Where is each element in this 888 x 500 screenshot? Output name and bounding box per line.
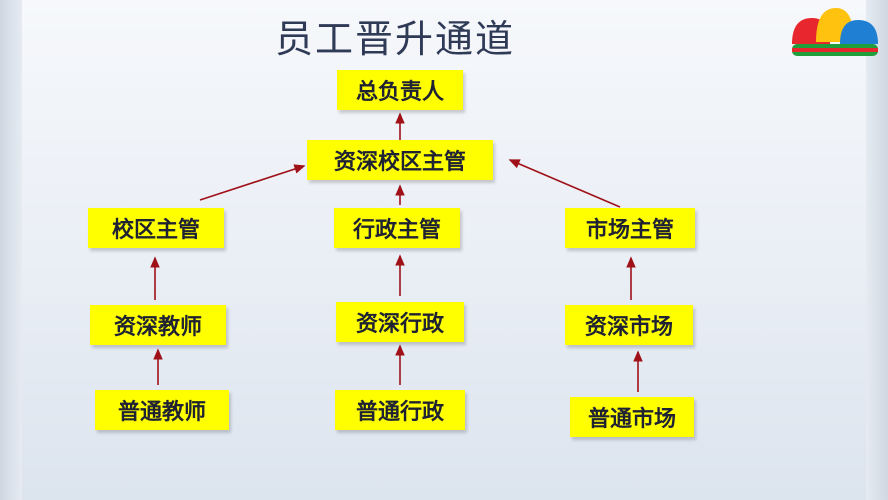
page-title: 员工晋升通道 bbox=[275, 17, 516, 61]
node-senior-campus-manager: 资深校区主管 bbox=[307, 140, 493, 180]
arrow-market-to-senior-campus bbox=[508, 159, 621, 208]
node-head: 总负责人 bbox=[337, 70, 463, 110]
node-market: 普通市场 bbox=[570, 397, 694, 437]
node-teacher: 普通教师 bbox=[95, 390, 229, 430]
arrow-campus-to-senior-campus bbox=[199, 164, 306, 201]
left-side-band bbox=[0, 0, 22, 500]
node-senior-admin: 资深行政 bbox=[336, 302, 464, 342]
node-senior-teacher: 资深教师 bbox=[90, 305, 226, 345]
colorful-arch-logo-icon bbox=[792, 8, 878, 56]
node-admin-manager: 行政主管 bbox=[334, 208, 460, 248]
node-market-manager: 市场主管 bbox=[565, 208, 695, 248]
right-side-band bbox=[866, 0, 888, 500]
node-admin: 普通行政 bbox=[335, 390, 465, 430]
node-campus-manager: 校区主管 bbox=[88, 208, 224, 248]
node-senior-market: 资深市场 bbox=[565, 305, 693, 345]
